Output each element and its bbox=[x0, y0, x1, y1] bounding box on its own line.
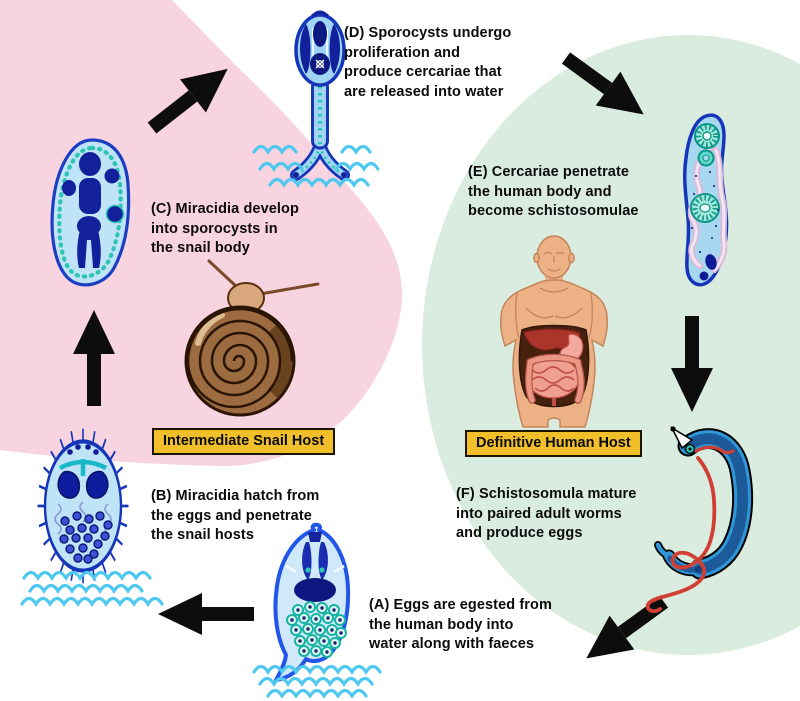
text-line: (B) Miracidia hatch from bbox=[151, 488, 320, 504]
arrow-c-to-d bbox=[139, 52, 241, 145]
stage-f-text: (F) Schistosomula mature into paired adu… bbox=[456, 485, 636, 544]
arrow-d-to-e bbox=[553, 41, 657, 132]
egg-embryo bbox=[285, 532, 345, 602]
miracidium-body bbox=[36, 427, 130, 585]
snail-shell bbox=[184, 305, 296, 417]
text-line: and produce eggs bbox=[456, 525, 583, 541]
miracidium-organs bbox=[54, 444, 113, 564]
miracidium-illustration bbox=[20, 427, 164, 607]
stage-b-text: (B) Miracidia hatch from the eggs and pe… bbox=[151, 487, 319, 546]
text-line: the snail body bbox=[151, 240, 250, 256]
text-line: the human body into bbox=[369, 616, 514, 633]
text-line: are released into water bbox=[344, 83, 504, 100]
egg-illustration bbox=[252, 522, 382, 698]
arrow-a-to-b bbox=[158, 593, 254, 635]
arrow-e-to-f bbox=[671, 316, 713, 412]
intermediate-snail-host-label: Intermediate Snail Host bbox=[152, 428, 336, 455]
text-line: into sporocysts in bbox=[151, 220, 278, 237]
text-line: become schistosomulae bbox=[468, 203, 639, 219]
definitive-human-host-label: Definitive Human Host bbox=[465, 430, 642, 457]
water-waves bbox=[20, 570, 164, 607]
text-line: produce cercariae that bbox=[344, 64, 502, 80]
adult-worms-illustration bbox=[645, 426, 754, 614]
stage-e-text: (E) Cercariae penetrate the human body a… bbox=[468, 163, 639, 222]
text-line: (D) Sporocysts undergo bbox=[344, 25, 512, 41]
text-line: the eggs and penetrate bbox=[151, 507, 312, 524]
ventral-sucker bbox=[697, 149, 715, 167]
sporocyst-germ-masses bbox=[62, 152, 125, 268]
water-waves bbox=[252, 144, 380, 188]
cercaria-illustration bbox=[252, 10, 380, 188]
stage-d-text: (D) Sporocysts undergo proliferation and… bbox=[344, 24, 511, 102]
body-speckles bbox=[690, 170, 720, 254]
text-line: (C) Miracidia develop bbox=[151, 201, 299, 217]
intestines bbox=[524, 353, 585, 406]
cercaria-body bbox=[294, 10, 346, 87]
schistosomula-organs bbox=[699, 254, 717, 281]
text-line: the snail hosts bbox=[151, 527, 255, 543]
water-waves bbox=[252, 664, 382, 698]
text-line: (E) Cercariae penetrate bbox=[468, 164, 630, 180]
oral-sucker bbox=[694, 123, 720, 149]
human-torso-illustration bbox=[500, 235, 608, 428]
text-line: water along with faeces bbox=[369, 636, 535, 652]
snail-antennae bbox=[207, 259, 320, 296]
arrow-b-to-c bbox=[73, 310, 115, 406]
male-worm-head bbox=[670, 426, 696, 455]
sporocyst-illustration bbox=[50, 138, 131, 287]
text-line: the human body and bbox=[468, 183, 612, 200]
human-body-lines bbox=[515, 251, 593, 339]
mid-sucker bbox=[690, 193, 720, 223]
female-worm bbox=[645, 445, 735, 614]
text-line: (A) Eggs are egested from bbox=[369, 597, 552, 613]
text-line: into paired adult worms bbox=[456, 505, 622, 522]
text-line: proliferation and bbox=[344, 44, 461, 61]
stage-c-text: (C) Miracidia develop into sporocysts in… bbox=[151, 200, 299, 259]
schistosomula-illustration bbox=[683, 113, 729, 287]
snail-illustration bbox=[184, 259, 320, 417]
stage-a-text: (A) Eggs are egested from the human body… bbox=[369, 596, 552, 655]
text-line: (F) Schistosomula mature bbox=[456, 486, 637, 502]
